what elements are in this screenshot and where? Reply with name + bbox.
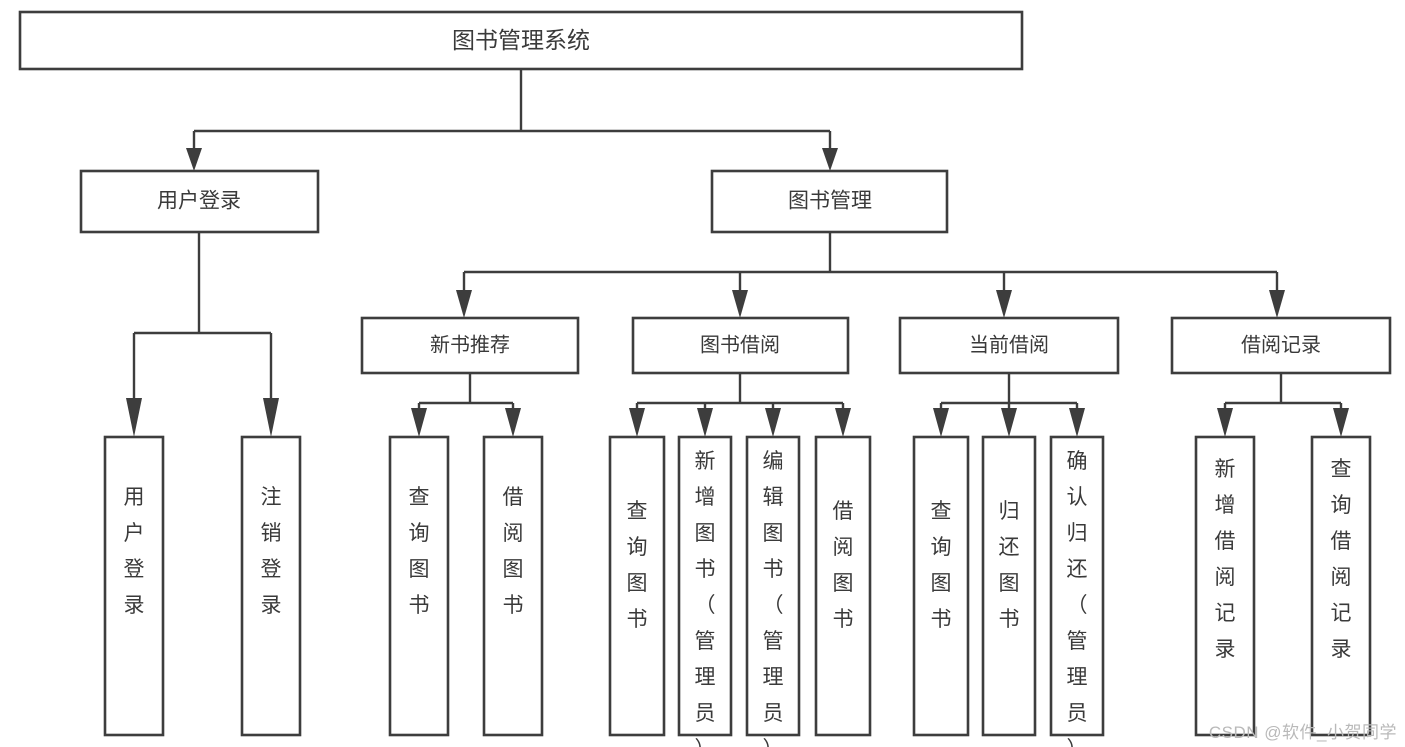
leaf-new-book-1[interactable]: 查询图书	[388, 435, 450, 737]
node-root-system[interactable]: 图书管理系统	[18, 10, 1024, 71]
leaf-user-login-2[interactable]: 注销登录	[240, 435, 302, 737]
arrow-root-to-book-mgmt	[822, 148, 838, 171]
leaf-book-borrow-4-box	[814, 435, 872, 737]
csdn-watermark: CSDN @软件_小贺同学	[1208, 723, 1397, 742]
node-user-login[interactable]: 用户登录	[79, 169, 320, 234]
arrow-book-borrow-leaf-2	[697, 408, 713, 437]
node-new-book-recommend-box	[360, 316, 580, 375]
arrow-book-mgmt-to-book-borrow	[732, 290, 748, 318]
node-borrow-record[interactable]: 借阅记录	[1170, 316, 1392, 375]
node-book-borrow[interactable]: 图书借阅	[631, 316, 850, 375]
node-current-borrow[interactable]: 当前借阅	[898, 316, 1120, 375]
arrow-borrow-record-leaf-1	[1217, 408, 1233, 437]
leaf-user-login-2-box	[240, 435, 302, 737]
leaf-book-borrow-2[interactable]: 新增图书（管理员）	[677, 435, 733, 747]
arrow-current-borrow-leaf-1	[933, 408, 949, 437]
arrow-book-mgmt-to-current-borrow	[996, 290, 1012, 318]
leaf-borrow-record-1[interactable]: 新增借阅记录	[1194, 435, 1256, 737]
leaf-book-borrow-3-box	[745, 435, 801, 737]
leaf-current-borrow-2-label: 归还图书	[999, 500, 1020, 631]
arrow-book-mgmt-to-new-book	[456, 290, 472, 318]
arrow-root-to-user-login	[186, 148, 202, 171]
arrow-new-book-leaf-2	[505, 408, 521, 437]
arrow-borrow-record-leaf-2	[1333, 408, 1349, 437]
arrow-new-book-leaf-1	[411, 408, 427, 437]
leaf-current-borrow-3[interactable]: 确认归还（管理员）	[1049, 435, 1105, 747]
leaf-new-book-1-box	[388, 435, 450, 737]
connector-layer	[126, 69, 1349, 437]
arrow-book-borrow-leaf-3	[765, 408, 781, 437]
node-book-borrow-box	[631, 316, 850, 375]
leaf-current-borrow-3-label: 确认归还（管理员）	[1067, 450, 1088, 747]
leaf-book-borrow-2-label: 新增图书（管理员）	[695, 450, 716, 747]
node-new-book-recommend[interactable]: 新书推荐	[360, 316, 580, 375]
leaf-book-borrow-2-box	[677, 435, 733, 737]
leaf-new-book-2-box	[482, 435, 544, 737]
leaf-borrow-record-1-box	[1194, 435, 1256, 737]
leaf-borrow-record-2-label: 查询借阅记录	[1331, 458, 1352, 661]
arrow-book-borrow-leaf-4	[835, 408, 851, 437]
leaf-user-login-1[interactable]: 用户登录	[103, 435, 165, 737]
leaf-current-borrow-1[interactable]: 查询图书	[912, 435, 970, 737]
leaf-book-borrow-4[interactable]: 借阅图书	[814, 435, 872, 737]
arrow-current-borrow-leaf-2	[1001, 408, 1017, 437]
leaf-user-login-1-box	[103, 435, 165, 737]
node-current-borrow-box	[898, 316, 1120, 375]
node-book-management[interactable]: 图书管理	[710, 169, 949, 234]
leaf-book-borrow-1-box	[608, 435, 666, 737]
node-new-book-recommend-label: 新书推荐	[430, 333, 510, 356]
leaf-current-borrow-3-box	[1049, 435, 1105, 737]
node-user-login-label: 用户登录	[157, 190, 241, 213]
arrow-current-borrow-leaf-3	[1069, 408, 1085, 437]
leaf-new-book-1-label: 查询图书	[409, 486, 430, 617]
node-borrow-record-box	[1170, 316, 1392, 375]
leaf-book-borrow-1-label: 查询图书	[627, 500, 648, 631]
node-root-label: 图书管理系统	[452, 27, 590, 53]
leaf-user-login-2-label: 注销登录	[261, 486, 282, 617]
leaf-new-book-2[interactable]: 借阅图书	[482, 435, 544, 737]
leaf-current-borrow-1-box	[912, 435, 970, 737]
node-book-management-box	[710, 169, 949, 234]
node-book-borrow-label: 图书借阅	[700, 333, 780, 356]
leaf-current-borrow-2-box	[981, 435, 1037, 737]
arrow-user-login-leaf-1	[126, 398, 142, 437]
node-current-borrow-label: 当前借阅	[969, 333, 1049, 356]
arrow-book-borrow-leaf-1	[629, 408, 645, 437]
node-root-box	[18, 10, 1024, 71]
leaf-borrow-record-1-label: 新增借阅记录	[1215, 458, 1236, 661]
node-borrow-record-label: 借阅记录	[1241, 333, 1321, 356]
leaf-user-login-1-label: 用户登录	[124, 486, 145, 617]
node-book-management-label: 图书管理	[788, 190, 872, 213]
leaf-book-borrow-1[interactable]: 查询图书	[608, 435, 666, 737]
leaf-borrow-record-2[interactable]: 查询借阅记录	[1310, 435, 1372, 737]
leaf-current-borrow-1-label: 查询图书	[931, 500, 952, 631]
leaf-new-book-2-label: 借阅图书	[503, 486, 524, 617]
leaf-book-borrow-3[interactable]: 编辑图书（管理员）	[745, 435, 801, 747]
arrow-book-mgmt-to-borrow-record	[1269, 290, 1285, 318]
leaf-book-borrow-4-label: 借阅图书	[833, 500, 854, 631]
leaf-current-borrow-2[interactable]: 归还图书	[981, 435, 1037, 737]
leaf-borrow-record-2-box	[1310, 435, 1372, 737]
arrow-user-login-leaf-2	[263, 398, 279, 437]
leaf-book-borrow-3-label: 编辑图书（管理员）	[763, 450, 784, 747]
node-user-login-box	[79, 169, 320, 234]
